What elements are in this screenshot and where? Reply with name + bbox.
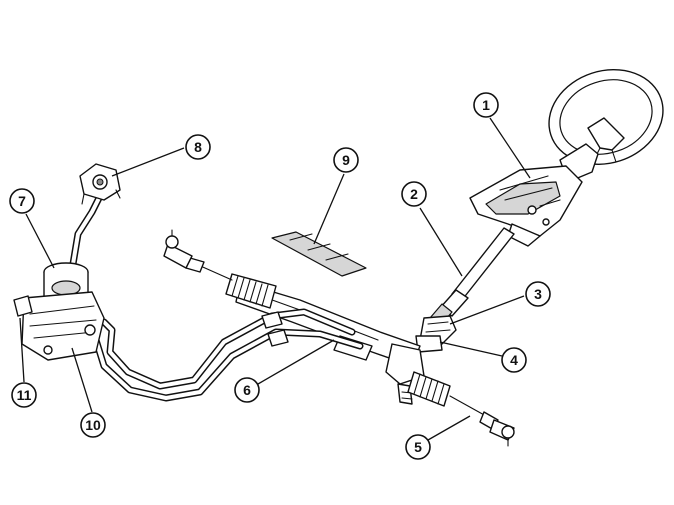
left-rack-gaiter bbox=[225, 273, 277, 309]
callout-label-4: 4 bbox=[510, 352, 518, 368]
left-tie-rod bbox=[163, 229, 233, 281]
fluid-lines bbox=[92, 308, 364, 402]
leader-lines bbox=[19, 117, 531, 441]
pump-unit bbox=[13, 262, 105, 361]
callout-label-1: 1 bbox=[482, 97, 490, 113]
heat-shield bbox=[271, 231, 367, 277]
intermediate-shaft bbox=[429, 227, 515, 327]
callout-label-2: 2 bbox=[410, 186, 418, 202]
callout-label-11: 11 bbox=[17, 387, 32, 403]
callout-9: 9 bbox=[333, 147, 359, 173]
callout-2: 2 bbox=[401, 181, 427, 207]
callout-4: 4 bbox=[501, 347, 527, 373]
right-tie-rod bbox=[449, 395, 515, 447]
callout-label-7: 7 bbox=[18, 193, 26, 209]
callout-10: 10 bbox=[80, 412, 106, 438]
callout-1: 1 bbox=[473, 92, 499, 118]
callout-label-6: 6 bbox=[243, 382, 251, 398]
steering-column bbox=[469, 143, 599, 247]
callout-label-9: 9 bbox=[342, 152, 350, 168]
callout-7: 7 bbox=[9, 188, 35, 214]
reservoir-hose bbox=[68, 192, 104, 274]
callout-3: 3 bbox=[525, 281, 551, 307]
callout-5: 5 bbox=[405, 434, 431, 460]
callout-label-3: 3 bbox=[534, 286, 542, 302]
right-rack-gaiter bbox=[407, 371, 451, 407]
steering-wheel bbox=[548, 69, 664, 165]
callout-label-5: 5 bbox=[414, 439, 422, 455]
column-seal bbox=[415, 315, 457, 353]
callout-11: 11 bbox=[11, 382, 37, 408]
connector-bracket bbox=[79, 163, 121, 205]
callout-6: 6 bbox=[234, 377, 260, 403]
callout-label-8: 8 bbox=[194, 139, 202, 155]
callout-8: 8 bbox=[185, 134, 211, 160]
callout-label-10: 10 bbox=[85, 417, 101, 433]
